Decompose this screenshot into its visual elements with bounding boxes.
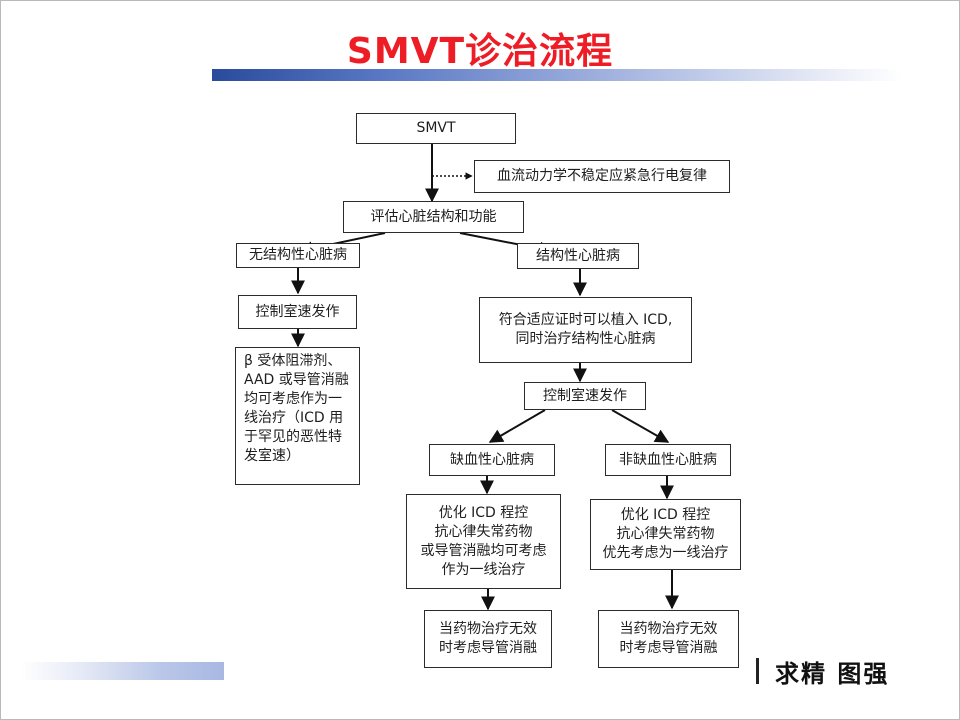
node-ischemic-therapy: 优化 ICD 程控 抗心律失常药物 或导管消融均可考虑 作为一线治疗 [406,494,561,589]
node-non-ischemic-ablation-label: 当药物治疗无效 时考虑导管消融 [619,621,718,656]
node-structural-heart-disease: 结构性心脏病 [517,243,639,269]
node-shd-label: 结构性心脏病 [536,247,620,264]
node-non-ischemic-therapy: 优化 ICD 程控 抗心律失常药物 优先考虑为一线治疗 [590,499,741,570]
node-non-ischemic-label: 非缺血性心脏病 [619,451,717,468]
title-underline-bar [212,69,902,81]
node-ischemic-ablation: 当药物治疗无效 时考虑导管消融 [424,610,552,668]
node-unstable-label: 血流动力学不稳定应紧急行电复律 [497,168,707,184]
node-non-ischemic-ablation: 当药物治疗无效 时考虑导管消融 [598,610,739,668]
node-non-ischemic-heart-disease: 非缺血性心脏病 [605,444,731,476]
node-control-right-label: 控制室速发作 [543,387,627,404]
motto-separator [756,658,759,684]
node-assess: 评估心脏结构和功能 [343,201,524,233]
node-icd-label: 符合适应证时可以植入 ICD, 同时治疗结构性心脏病 [498,312,673,347]
node-icd: 符合适应证时可以植入 ICD, 同时治疗结构性心脏病 [479,297,692,363]
node-ischemic-ablation-label: 当药物治疗无效 时考虑导管消融 [439,621,537,656]
arrow-control-to-ischemic [488,409,546,443]
node-ischemic-label: 缺血性心脏病 [450,451,534,468]
footer-gradient-bar [20,662,224,680]
node-ischemic-therapy-label: 优化 ICD 程控 抗心律失常药物 或导管消融均可考虑 作为一线治疗 [420,504,547,578]
node-no-shd-label: 无结构性心脏病 [249,247,347,263]
arrow-control-to-non-ischemic [611,409,670,443]
node-smvt: SMVT [356,113,516,144]
motto-text: 求精 图强 [775,659,890,688]
node-left-therapy-label: β 受体阻滞剂、 AAD 或导管消融 均可考虑作为一 线治疗（ICD 用 于罕见… [244,353,349,464]
footer-motto: 求精 图强 [756,651,889,691]
node-assess-label: 评估心脏结构和功能 [370,208,497,225]
slide-title: SMVT诊治流程 [346,31,614,72]
node-unstable: 血流动力学不稳定应紧急行电复律 [474,160,730,193]
node-control-left-label: 控制室速发作 [255,303,340,320]
node-control-vt-right: 控制室速发作 [524,382,646,410]
node-ischemic-heart-disease: 缺血性心脏病 [429,444,555,476]
node-no-structural-heart-disease: 无结构性心脏病 [236,243,360,268]
node-smvt-label: SMVT [416,120,456,136]
node-control-vt-left: 控制室速发作 [238,295,357,329]
node-non-ischemic-therapy-label: 优化 ICD 程控 抗心律失常药物 优先考虑为一线治疗 [602,507,729,561]
node-left-therapy: β 受体阻滞剂、 AAD 或导管消融 均可考虑作为一 线治疗（ICD 用 于罕见… [235,347,360,485]
